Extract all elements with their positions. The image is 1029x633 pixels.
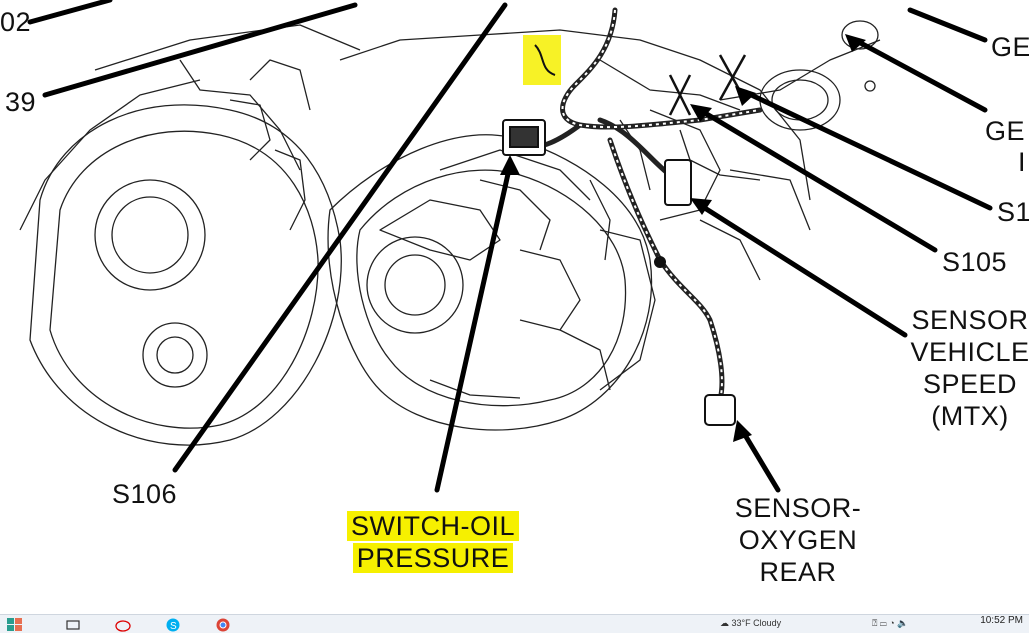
label-ge-1: GE (991, 32, 1029, 62)
label-switch-oil-pressure: SWITCH-OIL PRESSURE (343, 510, 523, 574)
label-sensor-oxygen-rear: SENSOR- OXYGEN REAR (718, 492, 878, 588)
speed-line1: SENSOR (911, 305, 1029, 335)
svg-text:S: S (170, 621, 177, 632)
speed-sensor-connector (664, 159, 692, 206)
label-ge-2: GE (985, 116, 1026, 146)
o2-line2: OXYGEN (738, 525, 858, 555)
volume-icon[interactable]: 🔈 (897, 618, 909, 628)
tray-icons[interactable]: ⍰ ▭ ◔ 🔈 (872, 618, 908, 629)
switch-line2: PRESSURE (352, 543, 514, 573)
speed-line3: SPEED (922, 369, 1018, 399)
taskbar-clock[interactable]: 10:52 PM (980, 615, 1023, 626)
task-view-icon[interactable] (60, 616, 86, 633)
pen-icon[interactable] (110, 616, 136, 633)
weather-text: 33°F Cloudy (731, 618, 782, 628)
transmission-case (327, 134, 653, 431)
label-top-left-2: 39 (5, 87, 37, 117)
o2-line3: REAR (759, 557, 837, 587)
speed-line4: (MTX) (931, 401, 1009, 431)
help-icon[interactable]: ⍰ (872, 618, 878, 628)
diagram-viewer: 02 39 S106 SWITCH-OIL PRESSURE SENSOR- O… (0, 0, 1029, 588)
engine-wiring-diagram (19, 0, 993, 493)
chrome-icon[interactable] (210, 616, 236, 633)
clock-time: 10:52 PM (980, 615, 1023, 626)
label-sensor-vehicle-speed: SENSOR VEHICLE SPEED (MTX) (900, 304, 1029, 432)
network-icon[interactable]: ◔ (889, 618, 895, 628)
weather-widget[interactable]: ☁ 33°F Cloudy (720, 618, 781, 629)
label-top-left-1: 02 (0, 7, 32, 37)
switch-line1: SWITCH-OIL (347, 511, 519, 541)
weather-icon: ☁ (720, 618, 729, 628)
windows-taskbar: S ☁ 33°F Cloudy ⍰ ▭ ◔ 🔈 10:52 PM (0, 614, 1029, 633)
start-icon[interactable] (2, 616, 28, 633)
bell-housing (29, 104, 342, 446)
o2-line1: SENSOR- (734, 493, 862, 523)
o2-sensor-connector (704, 394, 736, 426)
label-ge-2-sub: I (1018, 147, 1027, 177)
skype-icon[interactable]: S (160, 616, 186, 633)
label-s105: S105 (942, 247, 1008, 277)
label-s1-partial: S1 (997, 197, 1029, 227)
label-s106: S106 (112, 479, 178, 509)
display-icon[interactable]: ▭ (879, 618, 887, 628)
speed-line2: VEHICLE (910, 337, 1029, 367)
